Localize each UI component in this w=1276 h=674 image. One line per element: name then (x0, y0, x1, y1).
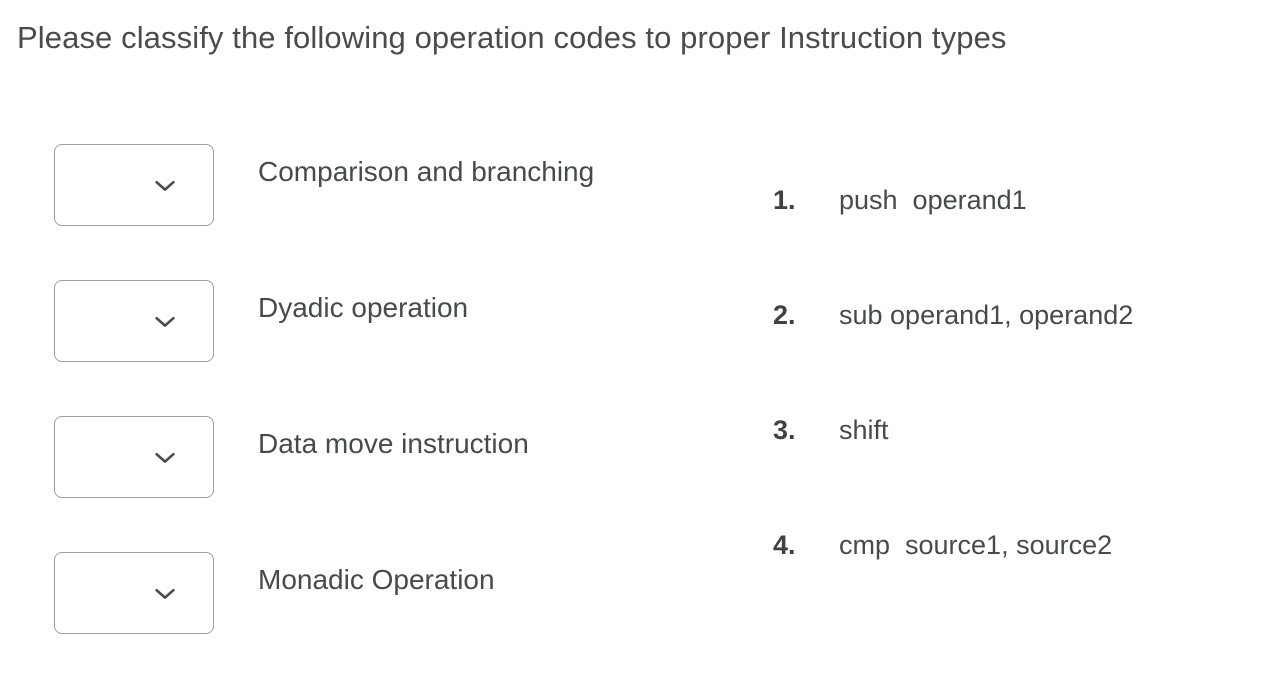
option-text: push operand1 (839, 185, 1027, 215)
chevron-down-icon (155, 588, 175, 600)
match-row: Dyadic operation (0, 266, 760, 402)
option-item: 3. shift (773, 412, 1273, 527)
match-label: Dyadic operation (258, 292, 469, 323)
option-text: sub operand1, operand2 (839, 300, 1134, 330)
instruction-type-select-1[interactable] (54, 144, 214, 226)
instruction-type-select-2[interactable] (54, 280, 214, 362)
chevron-down-icon (155, 180, 175, 192)
match-label: Monadic Operation (258, 564, 495, 595)
page-title: Please classify the following operation … (17, 20, 1007, 55)
option-text: cmp source1, source2 (839, 530, 1113, 560)
instruction-type-select-3[interactable] (54, 416, 214, 498)
option-number: 1. (773, 185, 796, 215)
option-number: 3. (773, 415, 796, 445)
option-item: 1. push operand1 (773, 182, 1273, 297)
option-number: 4. (773, 530, 796, 560)
match-label: Data move instruction (258, 428, 529, 459)
match-row: Comparison and branching (0, 130, 760, 266)
match-label: Comparison and branching (258, 156, 595, 187)
instruction-type-select-4[interactable] (54, 552, 214, 634)
match-row: Data move instruction (0, 402, 760, 538)
options-list: 1. push operand1 2. sub operand1, operan… (773, 182, 1273, 642)
match-list: Comparison and branching Dyadic operatio… (0, 130, 760, 674)
matching-question-body: Comparison and branching Dyadic operatio… (54, 144, 1273, 642)
chevron-down-icon (155, 316, 175, 328)
match-row: Monadic Operation (0, 538, 760, 674)
chevron-down-icon (155, 452, 175, 464)
option-text: shift (839, 415, 889, 445)
option-item: 4. cmp source1, source2 (773, 527, 1273, 642)
option-item: 2. sub operand1, operand2 (773, 297, 1273, 412)
option-number: 2. (773, 300, 796, 330)
